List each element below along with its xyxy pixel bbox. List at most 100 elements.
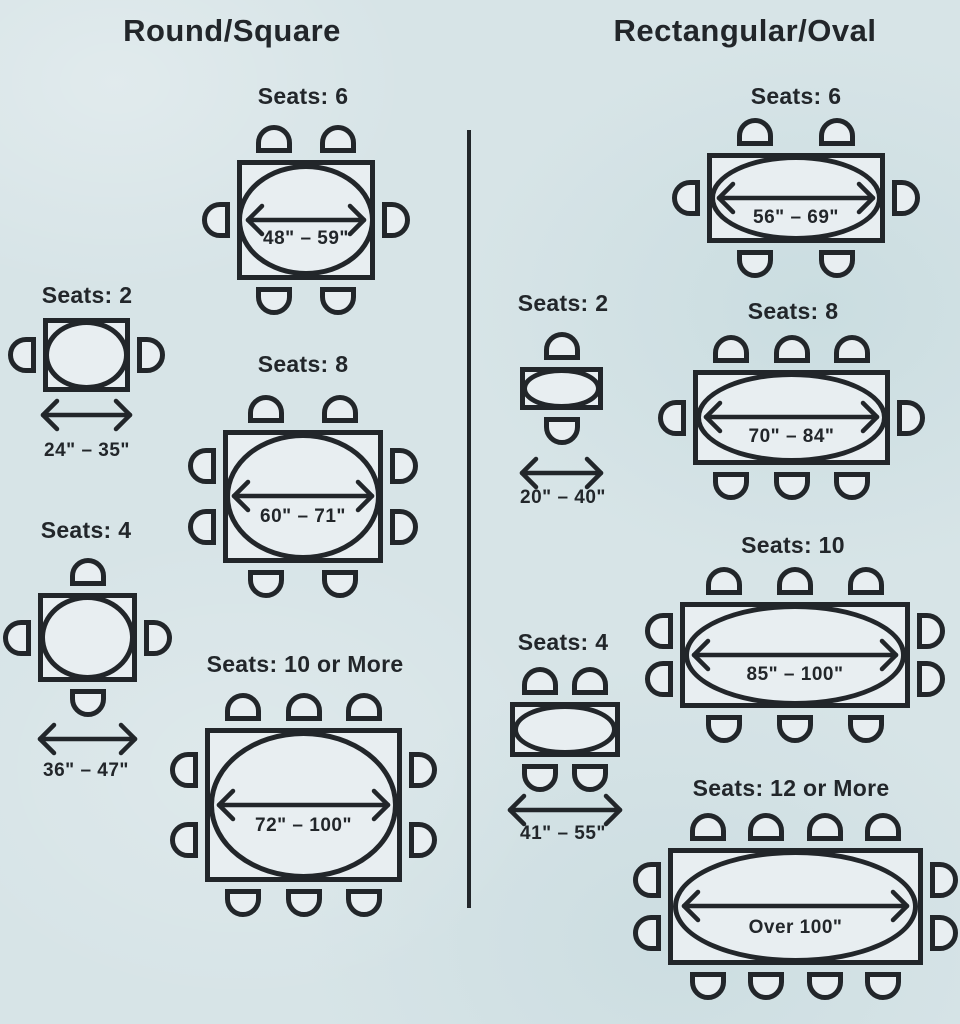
chair-icon [892, 180, 920, 216]
chair-icon [777, 567, 813, 595]
dimension-label: 56" – 69" [753, 207, 839, 228]
chair-icon [188, 509, 216, 546]
dimension-arrow-icon [216, 788, 391, 822]
seats-label: Seats: 10 or More [206, 651, 404, 677]
seats-label: Seats: 8 [257, 351, 349, 377]
chair-icon [748, 813, 785, 841]
chair-icon [672, 180, 700, 216]
seats-label: Seats: 6 [257, 83, 349, 109]
seats-label: Seats: 6 [750, 83, 842, 109]
chair-icon [521, 764, 558, 792]
chair-icon [572, 764, 609, 792]
chair-icon [897, 399, 925, 436]
chair-icon [633, 861, 661, 898]
chair-icon [390, 509, 418, 546]
chair-icon [345, 889, 382, 917]
dimension-arrow-icon [716, 181, 876, 215]
column-title-rectangular-oval: Rectangular/Oval [613, 13, 877, 48]
seats-label: Seats: 2 [41, 282, 133, 308]
chair-icon [689, 813, 726, 841]
chair-icon [69, 558, 106, 586]
column-title-round-square: Round/Square [123, 13, 341, 48]
chair-icon [409, 822, 437, 859]
tabletop-ellipse-icon [513, 704, 617, 755]
dimension-arrow-icon [691, 638, 899, 672]
seats-label: Seats: 10 [741, 532, 845, 558]
chair-icon [285, 693, 322, 721]
chair-icon [706, 715, 743, 743]
chair-icon [930, 861, 958, 898]
chair-icon [321, 570, 358, 598]
seats-label: Seats: 4 [40, 517, 132, 543]
chair-icon [382, 202, 410, 238]
chair-icon [319, 287, 356, 315]
divider-line [467, 130, 471, 908]
seats-label: Seats: 4 [517, 629, 609, 655]
tabletop-ellipse-icon [44, 320, 129, 390]
chair-icon [202, 202, 230, 238]
chair-icon [833, 335, 870, 363]
chair-icon [748, 972, 785, 1000]
chair-icon [248, 395, 285, 423]
chair-icon [633, 915, 661, 952]
dimension-label: 20" – 40" [520, 487, 606, 508]
chair-icon [833, 472, 870, 500]
dimension-arrow-icon [519, 456, 604, 490]
dimension-arrow-icon [231, 479, 375, 513]
dimension-label: 60" – 71" [260, 506, 346, 527]
chair-icon [847, 567, 884, 595]
chair-icon [285, 889, 322, 917]
chair-icon [777, 715, 813, 743]
chair-icon [137, 337, 165, 373]
chair-icon [170, 751, 198, 788]
chair-icon [713, 335, 750, 363]
chair-icon [521, 667, 558, 695]
dimension-arrow-icon [507, 793, 623, 827]
chair-icon [319, 125, 356, 153]
chair-icon [658, 399, 686, 436]
chair-icon [3, 619, 31, 656]
chair-icon [345, 693, 382, 721]
chair-icon [917, 612, 945, 649]
chair-icon [188, 447, 216, 484]
chair-icon [806, 972, 843, 1000]
chair-icon [256, 125, 293, 153]
seats-label: Seats: 2 [517, 290, 609, 316]
chair-icon [144, 619, 172, 656]
chair-icon [409, 751, 437, 788]
chair-icon [806, 813, 843, 841]
dimension-label: 70" – 84" [748, 426, 835, 447]
chair-icon [572, 667, 609, 695]
chair-icon [706, 567, 743, 595]
chair-icon [256, 287, 293, 315]
chair-icon [773, 335, 810, 363]
chair-icon [847, 715, 884, 743]
chair-icon [930, 915, 958, 952]
chair-icon [917, 661, 945, 698]
chair-icon [645, 612, 673, 649]
chair-icon [689, 972, 726, 1000]
chair-icon [170, 822, 198, 859]
chair-icon [543, 417, 580, 445]
chair-icon [543, 332, 580, 360]
chair-icon [321, 395, 358, 423]
dimension-arrow-icon [245, 203, 367, 237]
dimension-label: 41" – 55" [520, 823, 606, 844]
chair-icon [713, 472, 750, 500]
dimension-label: 48" – 59" [263, 228, 349, 249]
chair-icon [818, 250, 855, 278]
chair-icon [390, 447, 418, 484]
tabletop-ellipse-icon [522, 368, 601, 409]
seats-label: Seats: 12 or More [692, 775, 890, 801]
chair-icon [818, 118, 855, 146]
dimension-label: 24" – 35" [44, 440, 130, 461]
dimension-arrow-icon [703, 400, 880, 434]
dimension-label: 72" – 100" [255, 815, 352, 836]
dimension-arrow-icon [37, 722, 138, 756]
chair-icon [225, 693, 262, 721]
chair-icon [69, 689, 106, 717]
chair-icon [737, 118, 774, 146]
chair-icon [865, 813, 902, 841]
chair-icon [737, 250, 774, 278]
